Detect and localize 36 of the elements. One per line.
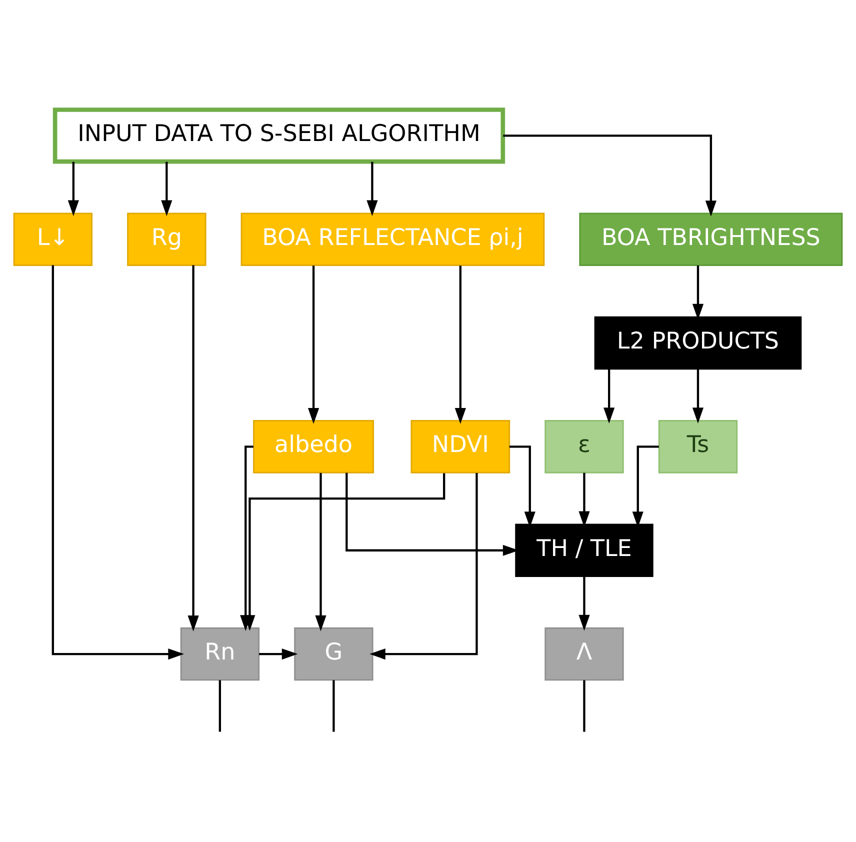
node-box: Rg (127, 212, 206, 266)
arrow (503, 134, 716, 216)
arrow (578, 576, 590, 630)
connector (218, 680, 222, 732)
node-box: ε (544, 420, 624, 473)
arrow (188, 264, 199, 631)
arrow (509, 445, 536, 527)
arrow (370, 472, 478, 660)
node-box: BOA TBRIGHTNESS (579, 212, 843, 266)
arrow (259, 648, 298, 660)
arrow (52, 264, 184, 660)
node-box: BOA REFLECTANCE ρi,j (240, 212, 545, 266)
arrow (308, 265, 320, 424)
node-box: Λ (544, 626, 624, 680)
arrow (366, 161, 378, 216)
arrow (244, 472, 446, 630)
node-box: L2 PRODUCTS (594, 316, 802, 370)
arrow (161, 161, 172, 216)
arrow (578, 472, 590, 527)
arrow (692, 368, 704, 423)
node-box: TH / TLE (515, 523, 654, 576)
arrow (632, 445, 659, 527)
node-box: L↓ (13, 212, 92, 266)
node-box: Ts (658, 420, 738, 473)
arrow (692, 265, 704, 320)
connector (583, 680, 586, 732)
arrow (604, 368, 615, 423)
node-box: Rn (180, 626, 260, 680)
node-box: G (294, 626, 374, 680)
arrow (68, 161, 79, 216)
arrow (454, 265, 466, 424)
arrow (315, 472, 326, 631)
connector (332, 680, 335, 732)
node-box: INPUT DATA TO S-SEBI ALGORITHM (52, 107, 506, 164)
node-box: albedo (253, 420, 374, 473)
node-box: NDVI (410, 420, 510, 473)
